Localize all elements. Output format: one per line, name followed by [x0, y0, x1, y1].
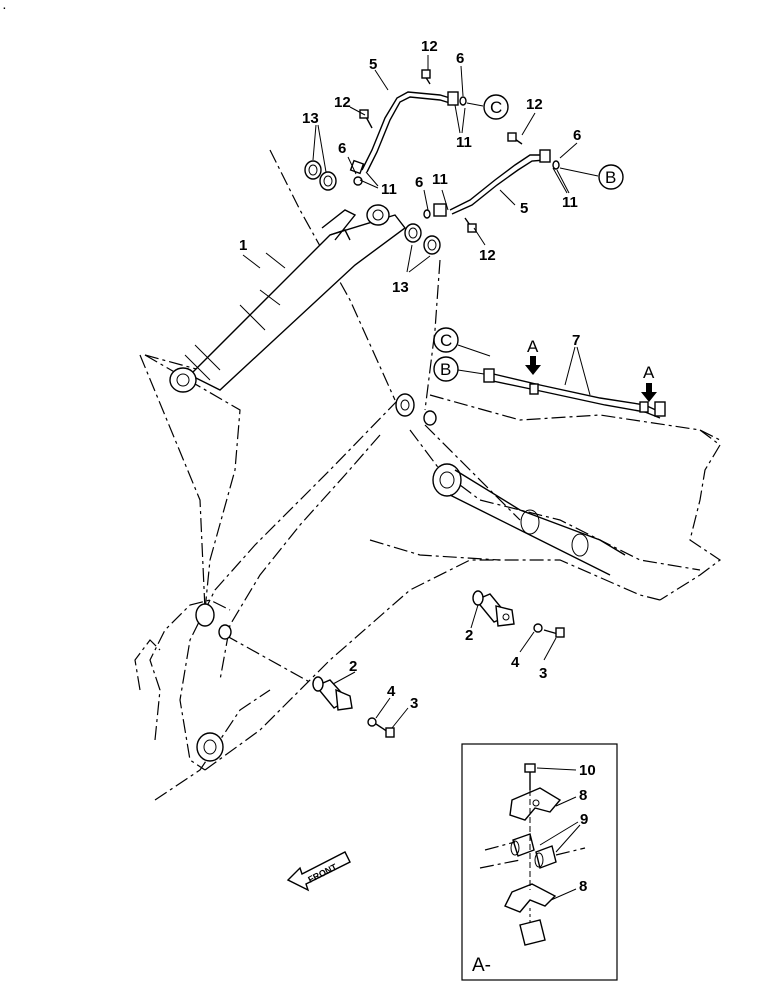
label-part-11-right: 11	[562, 194, 578, 211]
label-part-12-top: 12	[421, 38, 438, 55]
label-part-8-top: 8	[579, 787, 587, 804]
label-part-9: 9	[580, 811, 588, 828]
alignment-lines	[139, 149, 521, 686]
boom-top-bore	[395, 393, 437, 426]
connector-c-mid-symbol	[433, 327, 491, 357]
label-part-11-left: 11	[381, 181, 397, 198]
connector-c-top: C	[490, 98, 502, 117]
pin-2-lower	[312, 676, 353, 711]
boom-outline	[134, 394, 722, 801]
inset-view-a	[461, 743, 618, 981]
view-a-marker-left: A	[527, 337, 539, 356]
label-part-3-upper: 3	[539, 665, 547, 682]
view-a-marker-right: A	[643, 363, 655, 382]
label-part-4-upper: 4	[511, 654, 520, 671]
connector-b-top-symbol	[559, 164, 624, 190]
label-part-11-top: 11	[456, 134, 472, 151]
label-part-11-mid: 11	[432, 171, 448, 188]
label-part-6-left: 6	[338, 140, 346, 157]
label-part-6-top: 6	[456, 50, 464, 67]
connector-c-top-symbol	[466, 94, 509, 120]
pin-2-upper	[472, 590, 515, 627]
connector-c-mid: C	[440, 331, 452, 350]
label-part-2-lower: 2	[349, 658, 357, 675]
connector-b-mid-symbol	[433, 356, 485, 382]
label-part-13-lower: 13	[392, 279, 409, 296]
view-a-arrow-left	[525, 356, 541, 375]
label-part-6-right: 6	[573, 127, 581, 144]
pipe-5-right	[423, 149, 560, 219]
label-part-7: 7	[572, 332, 580, 349]
view-a-arrow-right	[641, 383, 657, 402]
label-part-5-right: 5	[520, 200, 528, 217]
label-part-13-upper: 13	[302, 110, 319, 127]
boom-cylinder-tube	[432, 463, 626, 576]
leader-lines	[242, 55, 591, 729]
label-part-12-left: 12	[334, 94, 351, 111]
connector-b-top: B	[605, 168, 616, 187]
label-part-6-mid: 6	[415, 174, 423, 191]
label-part-10: 10	[579, 762, 596, 779]
label-part-1: 1	[239, 237, 247, 254]
label-part-5-upper: 5	[369, 56, 377, 73]
pipe-5-upper	[349, 91, 467, 186]
bolt-3-lower	[367, 717, 395, 738]
label-part-4-lower: 4	[387, 683, 396, 700]
bolt-3-upper	[533, 623, 565, 638]
corner-mark: .	[3, 1, 6, 12]
washer-13-group	[304, 160, 441, 255]
label-part-3-lower: 3	[410, 695, 418, 712]
inset-title: A-	[472, 955, 491, 976]
hydraulic-cylinder	[169, 204, 406, 393]
label-part-12-lower: 12	[479, 247, 496, 264]
boom-foot-bore	[195, 603, 232, 762]
hose-7	[483, 368, 666, 419]
label-part-2-upper: 2	[465, 627, 473, 644]
label-part-12-right: 12	[526, 96, 543, 113]
front-direction-arrow	[286, 851, 351, 892]
label-part-8-bottom: 8	[579, 878, 587, 895]
connector-b-mid: B	[440, 360, 451, 379]
